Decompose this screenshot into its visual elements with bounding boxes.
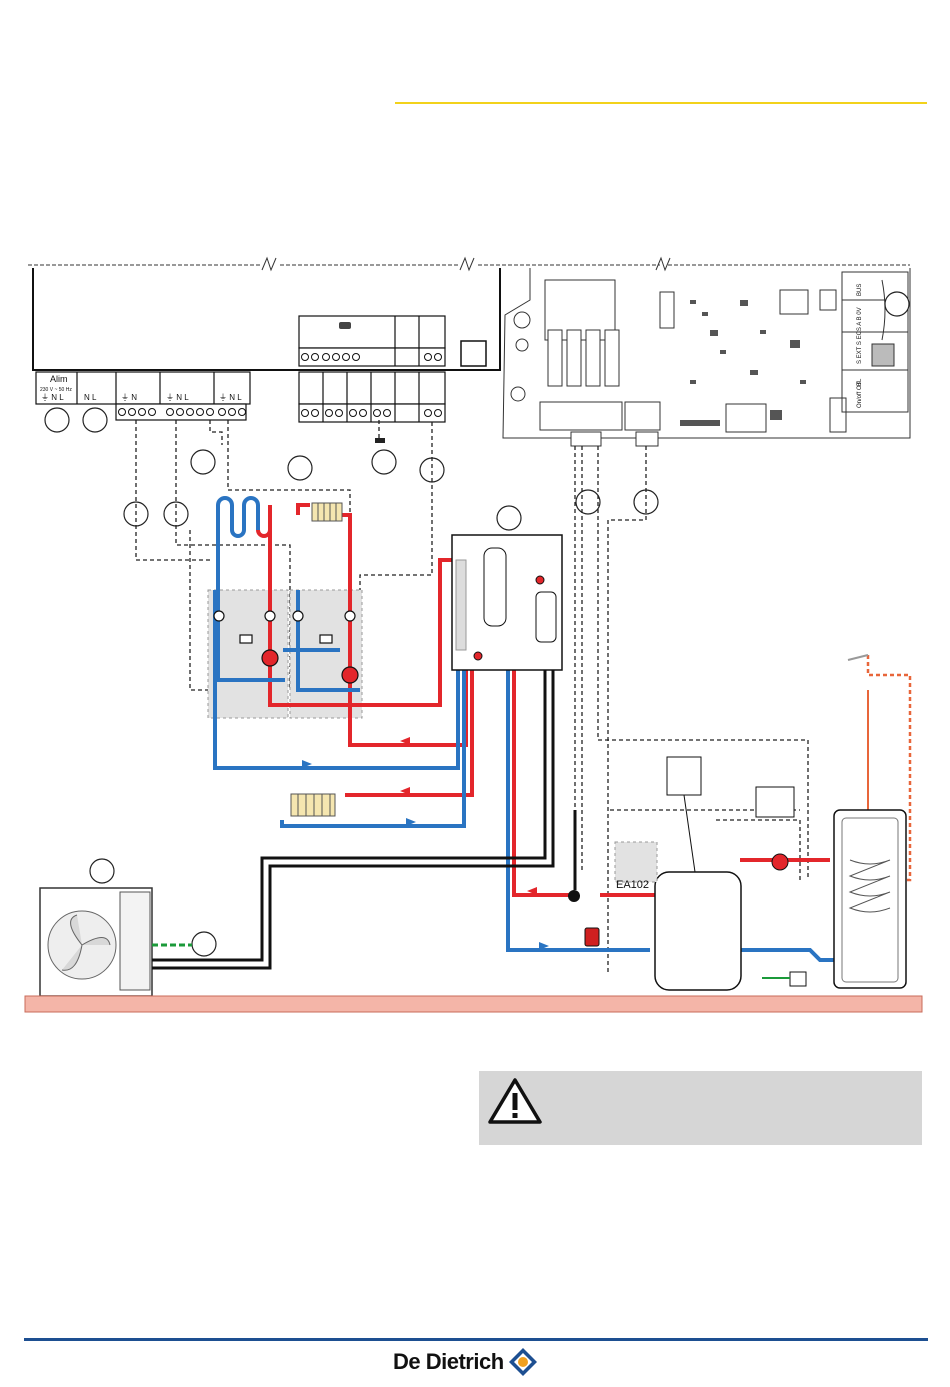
- dhw-tank: [834, 810, 906, 988]
- terminal-alim-label: ⏚ N L: [41, 393, 64, 402]
- floor: [25, 996, 922, 1012]
- terminal-valve-label: ⏚ N: [121, 393, 137, 402]
- alim-label: Alim: [50, 374, 68, 384]
- indoor-module: [452, 535, 562, 670]
- terminal-pump-label: ⏚ N L: [166, 393, 189, 402]
- installation-diagram: Alim 230 V ~ 50 Hz ⏚ N L N L ⏚ N ⏚ N L ⏚…: [0, 0, 950, 1030]
- brand-name: De Dietrich: [393, 1349, 504, 1375]
- valve-ea102-label: EA102: [616, 879, 649, 891]
- board-label-sensors: S EXT S ECS A B 0V: [857, 307, 863, 364]
- terminal-pump2-label: ⏚ N L: [219, 393, 242, 402]
- buffer-tank: [655, 757, 741, 990]
- footer-line: [24, 1338, 928, 1341]
- outdoor-heat-pump: [40, 888, 152, 996]
- terminal-backup-label: N L: [84, 393, 97, 402]
- electronic-board: [503, 268, 910, 446]
- warning-triangle-icon: [487, 1076, 543, 1126]
- de-dietrich-diamond-icon: [508, 1347, 538, 1377]
- brand-logo: De Dietrich: [393, 1344, 563, 1380]
- radiator-lower: [291, 794, 335, 816]
- terminal-strip-left: [36, 372, 250, 420]
- board-label-bus: BUS: [857, 284, 863, 296]
- warning-box: [479, 1071, 922, 1145]
- heating-zone-1: [208, 590, 362, 718]
- underfloor-heating-coil: [218, 498, 270, 590]
- radiator-upper: [312, 503, 342, 521]
- board-label-ot: On/off OT: [857, 381, 863, 408]
